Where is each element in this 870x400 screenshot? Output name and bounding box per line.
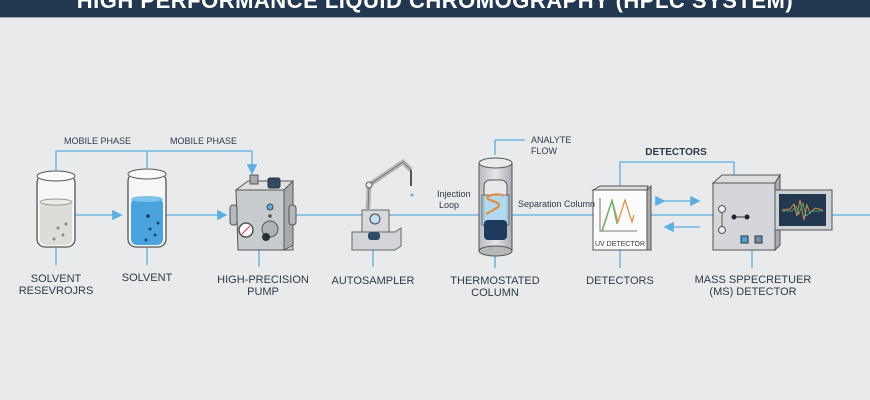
loop-label: Loop	[439, 200, 459, 210]
uv-detector-icon: UV DETECTOR	[591, 184, 652, 251]
component-label: AUTOSAMPLER	[332, 275, 415, 287]
solvent-beaker-icon	[127, 168, 167, 248]
component-label: DETECTORS	[586, 275, 654, 287]
component-label: HIGH-PRECISION	[217, 274, 309, 286]
component-label: MASS SPPECRETUER	[695, 274, 812, 286]
mobile-phase-label-2: MOBILE PHASE	[170, 136, 237, 146]
analyte-label: ANALYTE	[531, 135, 571, 145]
component-label: SOLVENT	[122, 272, 173, 284]
component-label: THERMOSTATED	[450, 275, 539, 287]
page-title: HIGH PERFORMANCE LIQUID CHROMOGRAPHY (HP…	[76, 0, 794, 13]
mobile-phase-label-1: MOBILE PHASE	[64, 136, 131, 146]
flow-label: FLOW	[531, 146, 558, 156]
separation-column-label: Separation Column	[518, 199, 595, 209]
component-label: RESEVROJRS	[19, 285, 94, 297]
component-label: PUMP	[247, 286, 279, 298]
pump-icon	[229, 174, 297, 251]
solvent-reservoir-icon	[36, 170, 76, 248]
detectors-top-label: DETECTORS	[645, 147, 707, 158]
thermostated-column-icon	[478, 157, 513, 257]
autosampler-icon	[351, 158, 414, 251]
component-label: SOLVENT	[31, 273, 82, 285]
uv-detector-label: UV DETECTOR	[595, 241, 645, 248]
component-label: COLUMN	[471, 287, 519, 299]
title-bar: HIGH PERFORMANCE LIQUID CHROMOGRAPHY (HP…	[0, 0, 870, 18]
injection-label: Injection	[437, 189, 471, 199]
component-label: (MS) DETECTOR	[709, 286, 796, 298]
ms-detector-icon	[711, 173, 833, 252]
